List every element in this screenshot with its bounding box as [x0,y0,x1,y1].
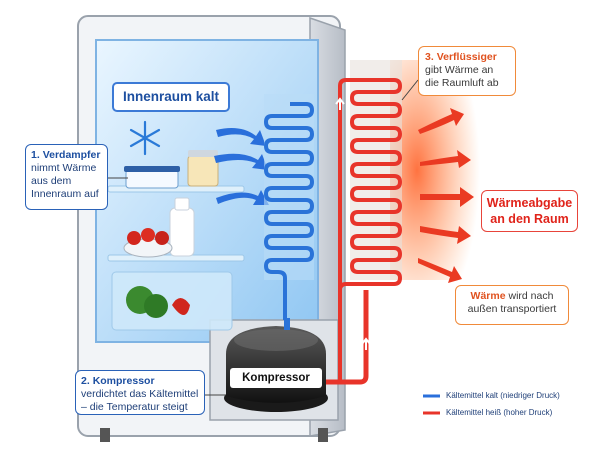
heat-arrow-icon [418,108,474,283]
condenser-title: Verflüssiger [436,51,497,63]
heat-release-callout: Wärmeabgabe an den Raum [481,190,578,232]
interior-label: Innenraum kalt [112,82,230,112]
evaporator-coil [264,94,314,320]
leader-lines [108,79,419,396]
evaporator-number: 1. [31,149,40,161]
cold-arrow-icon [214,128,269,205]
compressor-title: Kompressor [92,375,155,387]
flow-arrows [335,97,371,350]
heat-transport-callout: Wärme wird nach außen transportiert [455,285,569,325]
evaporator-text: nimmt Wärme aus dem Innenraum auf [31,162,99,200]
compressor-text: verdichtet das Kältemittel – die Tempera… [81,388,199,413]
condenser-callout: 3. Verflüssiger gibt Wärme an die Raumlu… [418,46,516,96]
compressor-callout: 2. Kompressor verdichtet das Kältemittel… [75,370,205,415]
legend-label-cold: Kältemittel kalt (niedriger Druck) [446,391,560,400]
evaporator-title: Verdampfer [42,149,101,161]
snowflake-icon [129,120,161,156]
compressor-number: 2. [81,375,90,387]
evaporator-callout: 1. Verdampfer nimmt Wärme aus dem Innenr… [25,144,108,210]
condenser-coil [312,60,402,385]
heat-transport-text: wird nach außen transportiert [467,290,557,315]
heat-transport-title: Wärme [470,290,506,302]
legend-lines [423,394,440,415]
legend-label-hot: Kältemittel heiß (hoher Druck) [446,408,553,417]
condenser-text: gibt Wärme an die Raumluft ab [425,64,499,89]
compressor-label: Kompressor [230,368,322,388]
condenser-number: 3. [425,51,434,63]
food-items [123,150,219,318]
